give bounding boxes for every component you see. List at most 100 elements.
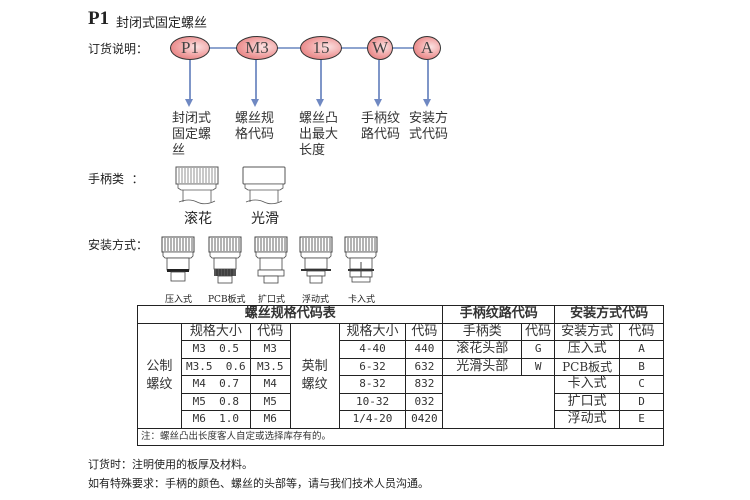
handle-smooth-label: 光滑 — [251, 211, 279, 227]
pointer-line — [255, 60, 257, 100]
table-row: M3 0.5 M3 4-40 440 滚花头部 G 压入式 A — [138, 340, 664, 359]
install-type: 卡入式 — [554, 375, 621, 394]
col-header-code: 代码 — [521, 322, 556, 341]
arrow-down-icon — [251, 99, 259, 107]
desc-line: 螺丝规 — [235, 111, 275, 126]
description-part: 封闭式 固定螺 丝 — [172, 111, 220, 159]
arrow-down-icon — [374, 99, 382, 107]
table-row: M5 0.8 M5 10-32 032 扩口式 D — [138, 392, 664, 411]
imperial-size: 4-40 — [338, 340, 407, 359]
imperial-size: 10-32 — [338, 392, 407, 411]
handle-label: 手柄类 ： — [88, 172, 144, 186]
code-oval-thread: M3 — [236, 36, 278, 60]
arrow-down-icon — [316, 99, 324, 107]
install-code: A — [619, 340, 664, 359]
thread-table-title: 螺丝规格代码表 — [136, 305, 444, 324]
flare-mount-icon — [253, 236, 289, 288]
metric-label-text: 公制螺纹 — [146, 358, 173, 392]
install-type: 浮动式 — [554, 410, 621, 429]
metric-code: M4 — [249, 375, 291, 394]
imperial-size: 1/4-20 — [338, 410, 407, 429]
spec-code-table: 螺丝规格代码表 手柄纹路代码 安装方式代码 公制螺纹 规格大小 代码 英制螺纹 … — [136, 305, 664, 446]
description-install: 安装方 式代码 — [409, 111, 457, 143]
connector-line — [276, 47, 303, 49]
code-oval-install: A — [413, 36, 441, 60]
col-header-code: 代码 — [405, 322, 444, 341]
code-oval-handle: W — [367, 36, 393, 60]
install-type: 压入式 — [554, 340, 621, 359]
imperial-code: 632 — [405, 357, 444, 376]
connector-line — [390, 47, 414, 49]
install-flare-label: 扩口式 — [258, 295, 286, 305]
arrow-down-icon — [423, 99, 431, 107]
page-title: 封闭式固定螺丝 — [116, 16, 208, 31]
install-press-label: 压入式 — [165, 295, 193, 305]
table-row: M3.5 0.6 M3.5 6-32 632 光滑头部 W PCB板式 B — [138, 357, 664, 376]
install-table-title: 安装方式代码 — [554, 305, 664, 324]
order-note: 订货时：注明使用的板厚及材料。 — [88, 458, 253, 471]
pointer-line — [378, 60, 380, 100]
metric-size: M3.5 0.6 — [180, 357, 251, 376]
floating-mount-icon — [298, 236, 334, 288]
col-header-size: 规格大小 — [180, 322, 251, 341]
metric-code: M5 — [249, 392, 291, 411]
install-code: B — [619, 357, 664, 376]
code-oval-length: 15 — [300, 36, 342, 60]
col-header-install: 安装方式 — [554, 322, 621, 341]
install-floating-label: 浮动式 — [302, 295, 330, 305]
imperial-code: 0420 — [405, 410, 444, 429]
smooth-knob-icon — [242, 166, 286, 206]
snap-in-icon — [343, 236, 379, 288]
install-label: 安装方式： — [88, 238, 149, 252]
install-code: E — [619, 410, 664, 429]
desc-line: 螺丝凸 — [299, 111, 339, 126]
metric-size: M5 0.8 — [180, 392, 251, 411]
metric-size: M6 1.0 — [180, 410, 251, 429]
description-thread: 螺丝规 格代码 — [235, 111, 283, 143]
description-length: 螺丝凸 出最大 长度 — [299, 111, 347, 159]
code-oval-part: P1 — [170, 36, 210, 60]
desc-line: 路代码 — [361, 127, 401, 142]
knurled-knob-icon — [175, 166, 219, 206]
desc-line: 出最大 — [299, 127, 339, 142]
imperial-size: 8-32 — [338, 375, 407, 394]
metric-size: M3 0.5 — [180, 340, 251, 359]
install-code: C — [619, 375, 664, 394]
install-pcb-label: PCB板式 — [208, 295, 246, 305]
empty-cell — [442, 375, 556, 429]
handle-code: W — [521, 357, 556, 376]
imperial-label-text: 英制螺纹 — [301, 358, 328, 392]
desc-line: 式代码 — [409, 127, 449, 142]
pcb-mount-icon — [207, 236, 243, 288]
desc-line: 丝 — [172, 143, 186, 158]
install-type: 扩口式 — [554, 392, 621, 411]
table-note: 注：螺丝凸出长度客人自定或选择库存有的。 — [137, 427, 664, 446]
press-fit-icon — [160, 236, 196, 288]
metric-code: M6 — [249, 410, 291, 429]
description-handle: 手柄纹 路代码 — [361, 111, 409, 143]
table-row: M6 1.0 M6 1/4-20 0420 浮动式 E — [138, 410, 664, 429]
col-header-code: 代码 — [619, 322, 664, 341]
install-snap-label: 卡入式 — [348, 295, 376, 305]
metric-code: M3.5 — [249, 357, 291, 376]
handle-knurled-label: 滚花 — [184, 211, 212, 227]
metric-thread-label: 公制螺纹 — [137, 322, 182, 429]
pointer-line — [320, 60, 322, 100]
imperial-code: 032 — [405, 392, 444, 411]
desc-line: 封闭式 — [172, 111, 212, 126]
part-code: P1 — [88, 8, 110, 29]
special-request-note: 如有特殊要求：手柄的颜色、螺丝的头部等，请与我们技术人员沟通。 — [88, 477, 429, 490]
imperial-thread-label: 英制螺纹 — [289, 322, 340, 429]
imperial-size: 6-32 — [338, 357, 407, 376]
desc-line: 手柄纹 — [361, 111, 401, 126]
connector-line — [340, 47, 368, 49]
arrow-down-icon — [185, 99, 193, 107]
handle-code: G — [521, 340, 556, 359]
col-header-size: 规格大小 — [338, 322, 407, 341]
col-header-code: 代码 — [249, 322, 291, 341]
install-code: D — [619, 392, 664, 411]
pointer-line — [189, 60, 191, 100]
handle-type: 滚花头部 — [442, 340, 523, 359]
pointer-line — [427, 60, 429, 100]
handle-type: 光滑头部 — [442, 357, 523, 376]
